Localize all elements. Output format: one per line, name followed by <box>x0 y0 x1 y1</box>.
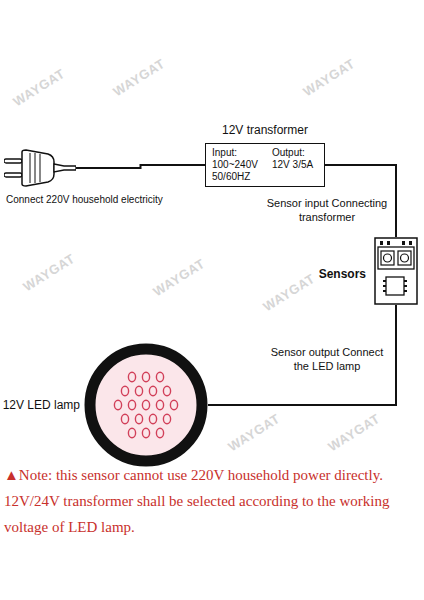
spec-text: Input: 100~240V 50/60HZ <box>212 147 264 183</box>
chip-pin <box>383 290 386 292</box>
watermark: WAYGAT <box>20 251 77 294</box>
led-chip <box>156 400 163 410</box>
sensor-pin <box>409 241 412 245</box>
node-label: 12V transformer <box>222 123 308 137</box>
plug-pin <box>4 173 22 177</box>
sensor-chip <box>386 277 404 295</box>
chip-pin <box>404 285 407 287</box>
plug-grip <box>40 154 41 182</box>
warning-note: ▲Note: this sensor cannot use 220V house… <box>4 462 418 540</box>
terminal-screw <box>381 251 394 265</box>
wire-label: Sensor input Connecting transformer <box>262 195 392 225</box>
lamp-outline <box>84 343 208 467</box>
terminal-screw <box>398 251 411 265</box>
plug-illustration <box>4 148 76 188</box>
transformer-box: 12V transformerInput: 100~240V 50/60HZOu… <box>205 143 325 187</box>
spec-text: Output: 12V 3/5A <box>272 147 318 171</box>
watermark: WAYGAT <box>260 271 317 314</box>
plug-pin <box>4 159 22 163</box>
wire-label: Sensor output Connect the LED lamp <box>262 344 392 374</box>
terminal-screw <box>384 254 392 262</box>
plug-grip <box>35 153 36 183</box>
led-chip <box>135 386 142 396</box>
watermark: WAYGAT <box>110 56 167 99</box>
led-chip <box>114 400 121 410</box>
wire-connector <box>208 305 396 405</box>
led-chip <box>156 428 163 438</box>
led-chip <box>142 400 149 410</box>
watermark: WAYGAT <box>325 411 382 454</box>
led-chip <box>121 386 128 396</box>
led-chip <box>128 400 135 410</box>
led-chip <box>149 386 156 396</box>
terminal-screw <box>401 254 409 262</box>
plug-node: Connect 220V household electricity <box>4 148 76 188</box>
watermark: WAYGAT <box>225 411 282 454</box>
chip-pin <box>383 280 386 282</box>
wire-connector <box>76 165 205 168</box>
chip-pin <box>404 290 407 292</box>
led-chip <box>128 428 135 438</box>
led-chip <box>142 372 149 382</box>
watermark: WAYGAT <box>300 56 357 99</box>
plug-grip <box>30 153 31 183</box>
led-chip <box>128 372 135 382</box>
sensor-pin <box>380 241 383 245</box>
chip-pin <box>383 285 386 287</box>
lamp-ring <box>90 349 202 461</box>
plug-body <box>22 150 54 186</box>
watermark: WAYGAT <box>10 66 67 109</box>
sensor-board <box>375 238 417 304</box>
led-chip <box>149 414 156 424</box>
sensor-pin <box>402 241 405 245</box>
node-label: Sensors <box>319 267 366 281</box>
plug-cable-sleeve <box>54 164 76 172</box>
chip-pin <box>404 280 407 282</box>
terminal-block <box>378 247 414 269</box>
node-label: Connect 220V household electricity <box>6 194 163 205</box>
led-chip <box>121 414 128 424</box>
led-chip <box>142 428 149 438</box>
sensor-node: Sensors <box>374 237 418 305</box>
led-chip <box>156 372 163 382</box>
watermark: WAYGAT <box>150 256 207 299</box>
led-chip <box>163 386 170 396</box>
sensor-pin <box>387 241 390 245</box>
led-chip <box>170 400 177 410</box>
led-chip <box>135 414 142 424</box>
sensor-illustration <box>374 237 418 305</box>
node-label: 12V LED lamp <box>3 398 80 412</box>
led-chip <box>163 414 170 424</box>
lamp-node: 12V LED lamp <box>84 343 208 467</box>
